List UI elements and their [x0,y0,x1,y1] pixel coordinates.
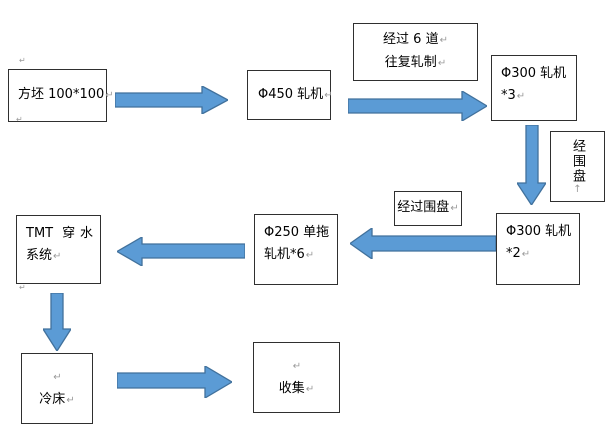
paragraph-mark: ↵ [305,250,315,261]
arrow-mill300x3-to-mill300x2[interactable] [517,125,546,205]
paragraph-mark: ↵ [53,251,62,262]
box-mill300x2-line1: Φ300 轧机 [506,224,572,239]
box-tmt-line2: 系统↵ [26,248,62,263]
arrow-mill250-to-tmt[interactable] [117,237,245,266]
coil-label-line1: 经过围盘↵ [397,200,459,215]
box-passes-label[interactable]: 经过 6 道↵ 往复轧制↵ [353,23,478,81]
box-mill450-label: Φ450 轧机↵ [258,86,333,102]
passes-label-line1: 经过 6 道↵ [383,32,448,47]
paragraph-mark-vertical: ↑ [572,183,583,195]
box-mill300x3-line1: Φ300 轧机 [501,66,567,81]
arrow-mill300x2-to-mill250[interactable] [350,228,496,259]
arrow-cooling-bed-to-collect[interactable] [117,366,232,398]
arrow-tmt-to-cooling-bed[interactable] [43,293,71,351]
anchor-mark: ↵ [19,56,26,65]
paragraph-mark: ↵ [437,58,447,69]
box-billet[interactable]: 方坯 100*100↵ [8,69,114,122]
box-tmt-line1: TMT 穿水 [26,226,93,241]
box-mill450[interactable]: Φ450 轧机↵ [247,70,333,120]
paragraph-mark: ↵ [516,91,526,102]
box-coil-label[interactable]: 经过围盘↵ [394,191,462,226]
anchor-mark: ↵ [19,283,26,292]
paragraph-mark: ↵ [66,394,75,406]
arrow-billet-to-mill450[interactable] [115,86,228,114]
box-mill300x3-line2: *3↵ [501,88,526,103]
box-mill250-line2: 轧机*6↵ [264,247,315,262]
paragraph-mark: ↵ [324,89,333,101]
paragraph-mark: ↵ [105,90,114,101]
box-mill300x2-line2: *2↵ [506,246,531,261]
box-billet-label: 方坯 100*100↵ [18,87,114,102]
passes-label-line2: 往复轧制↵ [384,55,447,70]
paragraph-mark: ↵ [439,35,448,46]
anchor-mark: ↵ [16,115,23,124]
box-mill250-line1: Φ250 单拖 [264,225,330,240]
box-collect-label: 收集↵ [278,380,315,396]
paragraph-mark: ↵ [292,360,302,372]
box-mill250[interactable]: Φ250 单拖 轧机*6↵ [254,214,338,285]
paragraph-mark: ↵ [521,249,531,260]
empty-paragraph: ↵ [254,355,339,378]
coil-vertical-text: 经围盘↑ [570,138,585,195]
paragraph-mark: ↵ [305,383,315,395]
paragraph-mark: ↵ [53,371,62,383]
box-mill300x2[interactable]: Φ300 轧机 *2↵ [496,213,580,285]
box-cooling-bed-label: 冷床↵ [39,391,75,407]
empty-paragraph: ↵ [22,366,92,389]
box-cooling-bed[interactable]: ↵ 冷床↵ [21,353,93,424]
paragraph-mark: ↵ [450,203,459,214]
box-mill300x3[interactable]: Φ300 轧机 *3↵ [491,55,577,121]
box-collect[interactable]: ↵ 收集↵ [253,342,340,413]
box-tmt[interactable]: TMT 穿水 系统↵ [16,215,101,284]
arrow-mill450-to-mill300x3[interactable] [348,91,487,121]
box-coil-vertical-label[interactable]: 经围盘↑ [550,131,605,202]
